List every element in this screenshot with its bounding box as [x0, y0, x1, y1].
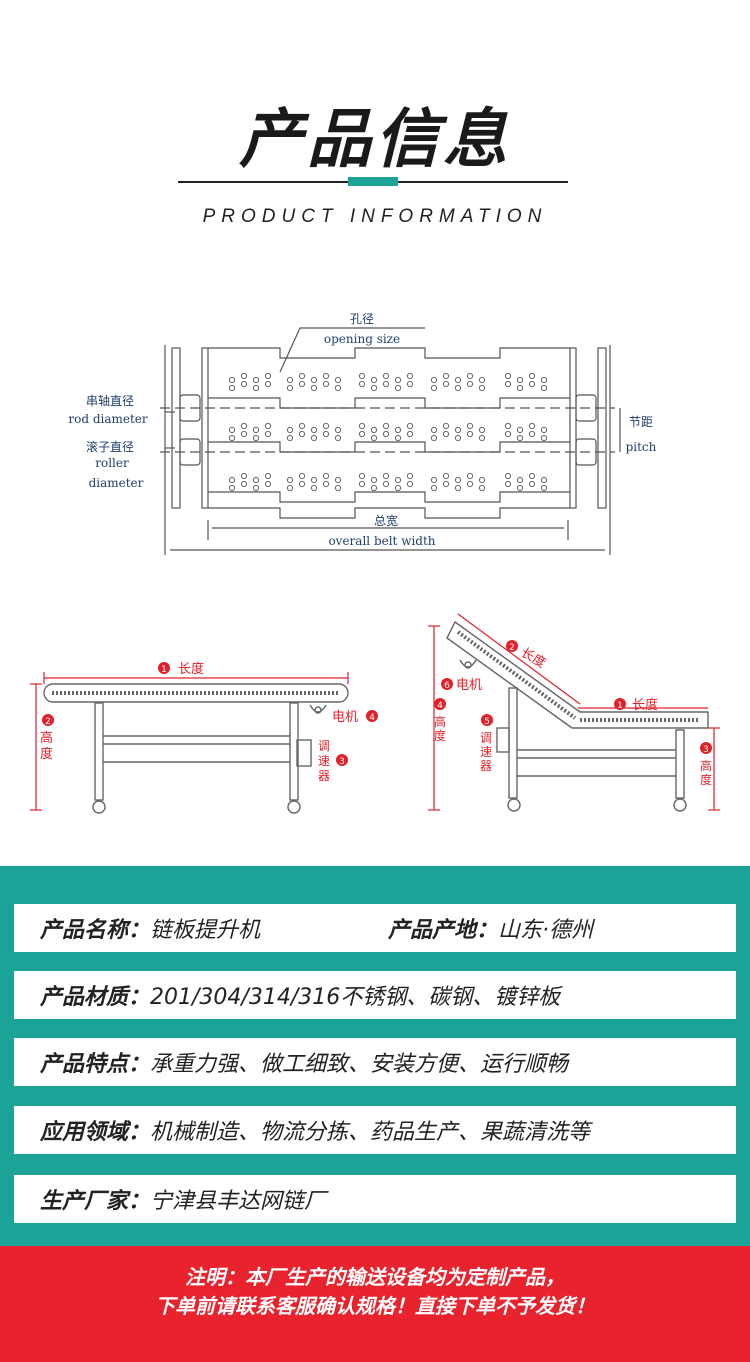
- incline-n2: 2: [509, 643, 515, 653]
- incline-height-l1: 高: [434, 714, 446, 729]
- incline-speed-1: 调: [480, 731, 492, 745]
- chain-plate-drawing: [160, 327, 621, 555]
- roller-label-en1: roller: [95, 456, 129, 470]
- width-label-en: overall belt width: [328, 534, 435, 548]
- info-row-name-origin: 产品名称：链板提升机 产品产地：山东·德州: [14, 904, 736, 952]
- incline-flat-length-label: 长度: [632, 697, 658, 713]
- product-info-panel: 产品名称：链板提升机 产品产地：山东·德州 产品材质：201/304/314/3…: [0, 866, 750, 1246]
- features-value: 承重力强、做工细致、安装方便、运行顺畅: [150, 1052, 569, 1077]
- page-header: 产品信息 PRODUCT INFORMATION: [0, 0, 750, 260]
- flat-motor-label: 电机: [332, 710, 358, 725]
- product-name-value: 链板提升机: [150, 918, 261, 943]
- info-row-application: 应用领域：机械制造、物流分拣、药品生产、果蔬清洗等: [14, 1106, 736, 1154]
- incline-speed-3: 器: [480, 759, 492, 773]
- page-subtitle: PRODUCT INFORMATION: [202, 206, 548, 227]
- incline-conveyor-dimensions: [428, 613, 720, 811]
- incline-n3: 3: [703, 745, 709, 755]
- flat-speed-num: 3: [339, 757, 345, 767]
- incline-height-r1: 高: [700, 758, 712, 773]
- manufacturer-value: 宁津县丰达网链厂: [150, 1189, 327, 1214]
- incline-n6: 6: [444, 681, 450, 691]
- notice-line-1: 注明：本厂生产的输送设备均为定制产品，: [185, 1265, 565, 1289]
- product-diagrams: 孔径 opening size 串轴直径 rod diameter 滚子直径 r…: [0, 300, 750, 840]
- info-row-material: 产品材质：201/304/314/316不锈钢、碳钢、镀锌板: [14, 971, 736, 1019]
- page-title: 产品信息: [239, 103, 511, 177]
- flat-speed-1: 调: [318, 739, 330, 753]
- application-label: 应用领域：: [40, 1120, 151, 1145]
- hole-label-en: opening size: [324, 332, 400, 346]
- flat-conveyor-drawing: [43, 683, 349, 814]
- flat-height-label2: 度: [40, 746, 53, 762]
- material-label: 产品材质：: [40, 985, 151, 1010]
- flat-speed-2: 速: [318, 754, 330, 768]
- rod-label-en: rod diameter: [68, 412, 148, 426]
- incline-n5: 5: [484, 717, 490, 727]
- manufacturer-label: 生产厂家：: [40, 1189, 151, 1214]
- flat-height-num: 2: [45, 717, 51, 727]
- product-name-label: 产品名称：: [40, 918, 151, 943]
- features-label: 产品特点：: [40, 1052, 151, 1077]
- width-label-cn: 总宽: [374, 513, 398, 528]
- hole-label-cn: 孔径: [350, 312, 374, 326]
- roller-label-en2: diameter: [89, 476, 144, 490]
- product-origin-label: 产品产地：: [388, 918, 499, 943]
- incline-n1: 1: [617, 701, 623, 711]
- roller-label-cn: 滚子直径: [86, 439, 134, 454]
- incline-motor-label: 电机: [456, 678, 482, 693]
- incline-height-r2: 度: [700, 772, 712, 787]
- incline-height-l2: 度: [434, 728, 446, 743]
- application-value: 机械制造、物流分拣、药品生产、果蔬清洗等: [150, 1120, 591, 1145]
- flat-speed-3: 器: [318, 769, 330, 783]
- chain-plate-holes: [228, 372, 548, 492]
- flat-length-num: 1: [161, 665, 167, 675]
- flat-motor-num: 4: [369, 713, 375, 723]
- incline-length-label: 长度: [518, 645, 549, 672]
- info-row-features: 产品特点：承重力强、做工细致、安装方便、运行顺畅: [14, 1038, 736, 1086]
- flat-conveyor-labels: 1 长度 2 高 度 电机 4 调 速 器 3: [40, 661, 378, 783]
- notice-banner: 注明：本厂生产的输送设备均为定制产品， 下单前请联系客服确认规格！直接下单不予发…: [0, 1246, 750, 1362]
- product-name: 产品名称：链板提升机: [40, 912, 260, 944]
- flat-conveyor-dimensions: [30, 672, 349, 811]
- pitch-label-cn: 节距: [629, 415, 653, 429]
- pitch-label-en: pitch: [626, 440, 657, 454]
- info-row-manufacturer: 生产厂家：宁津县丰达网链厂: [14, 1175, 736, 1223]
- flat-height-label1: 高: [40, 730, 53, 746]
- incline-speed-2: 速: [480, 745, 492, 759]
- incline-conveyor-labels: 2 长度 6 电机 4 高 度 5 调 速 器 1 长度 3 高 度: [434, 640, 712, 787]
- flat-length-label: 长度: [178, 661, 204, 677]
- incline-n4: 4: [437, 701, 443, 711]
- rod-label-cn: 串轴直径: [86, 393, 134, 408]
- material-value: 201/304/314/316不锈钢、碳钢、镀锌板: [150, 985, 561, 1010]
- notice-line-2: 下单前请联系客服确认规格！直接下单不予发货！: [155, 1294, 595, 1318]
- diagram-canvas: 孔径 opening size 串轴直径 rod diameter 滚子直径 r…: [30, 312, 720, 814]
- product-origin: 产品产地：山东·德州: [388, 912, 593, 944]
- title-divider-accent: [348, 177, 398, 186]
- product-origin-value: 山东·德州: [498, 918, 594, 943]
